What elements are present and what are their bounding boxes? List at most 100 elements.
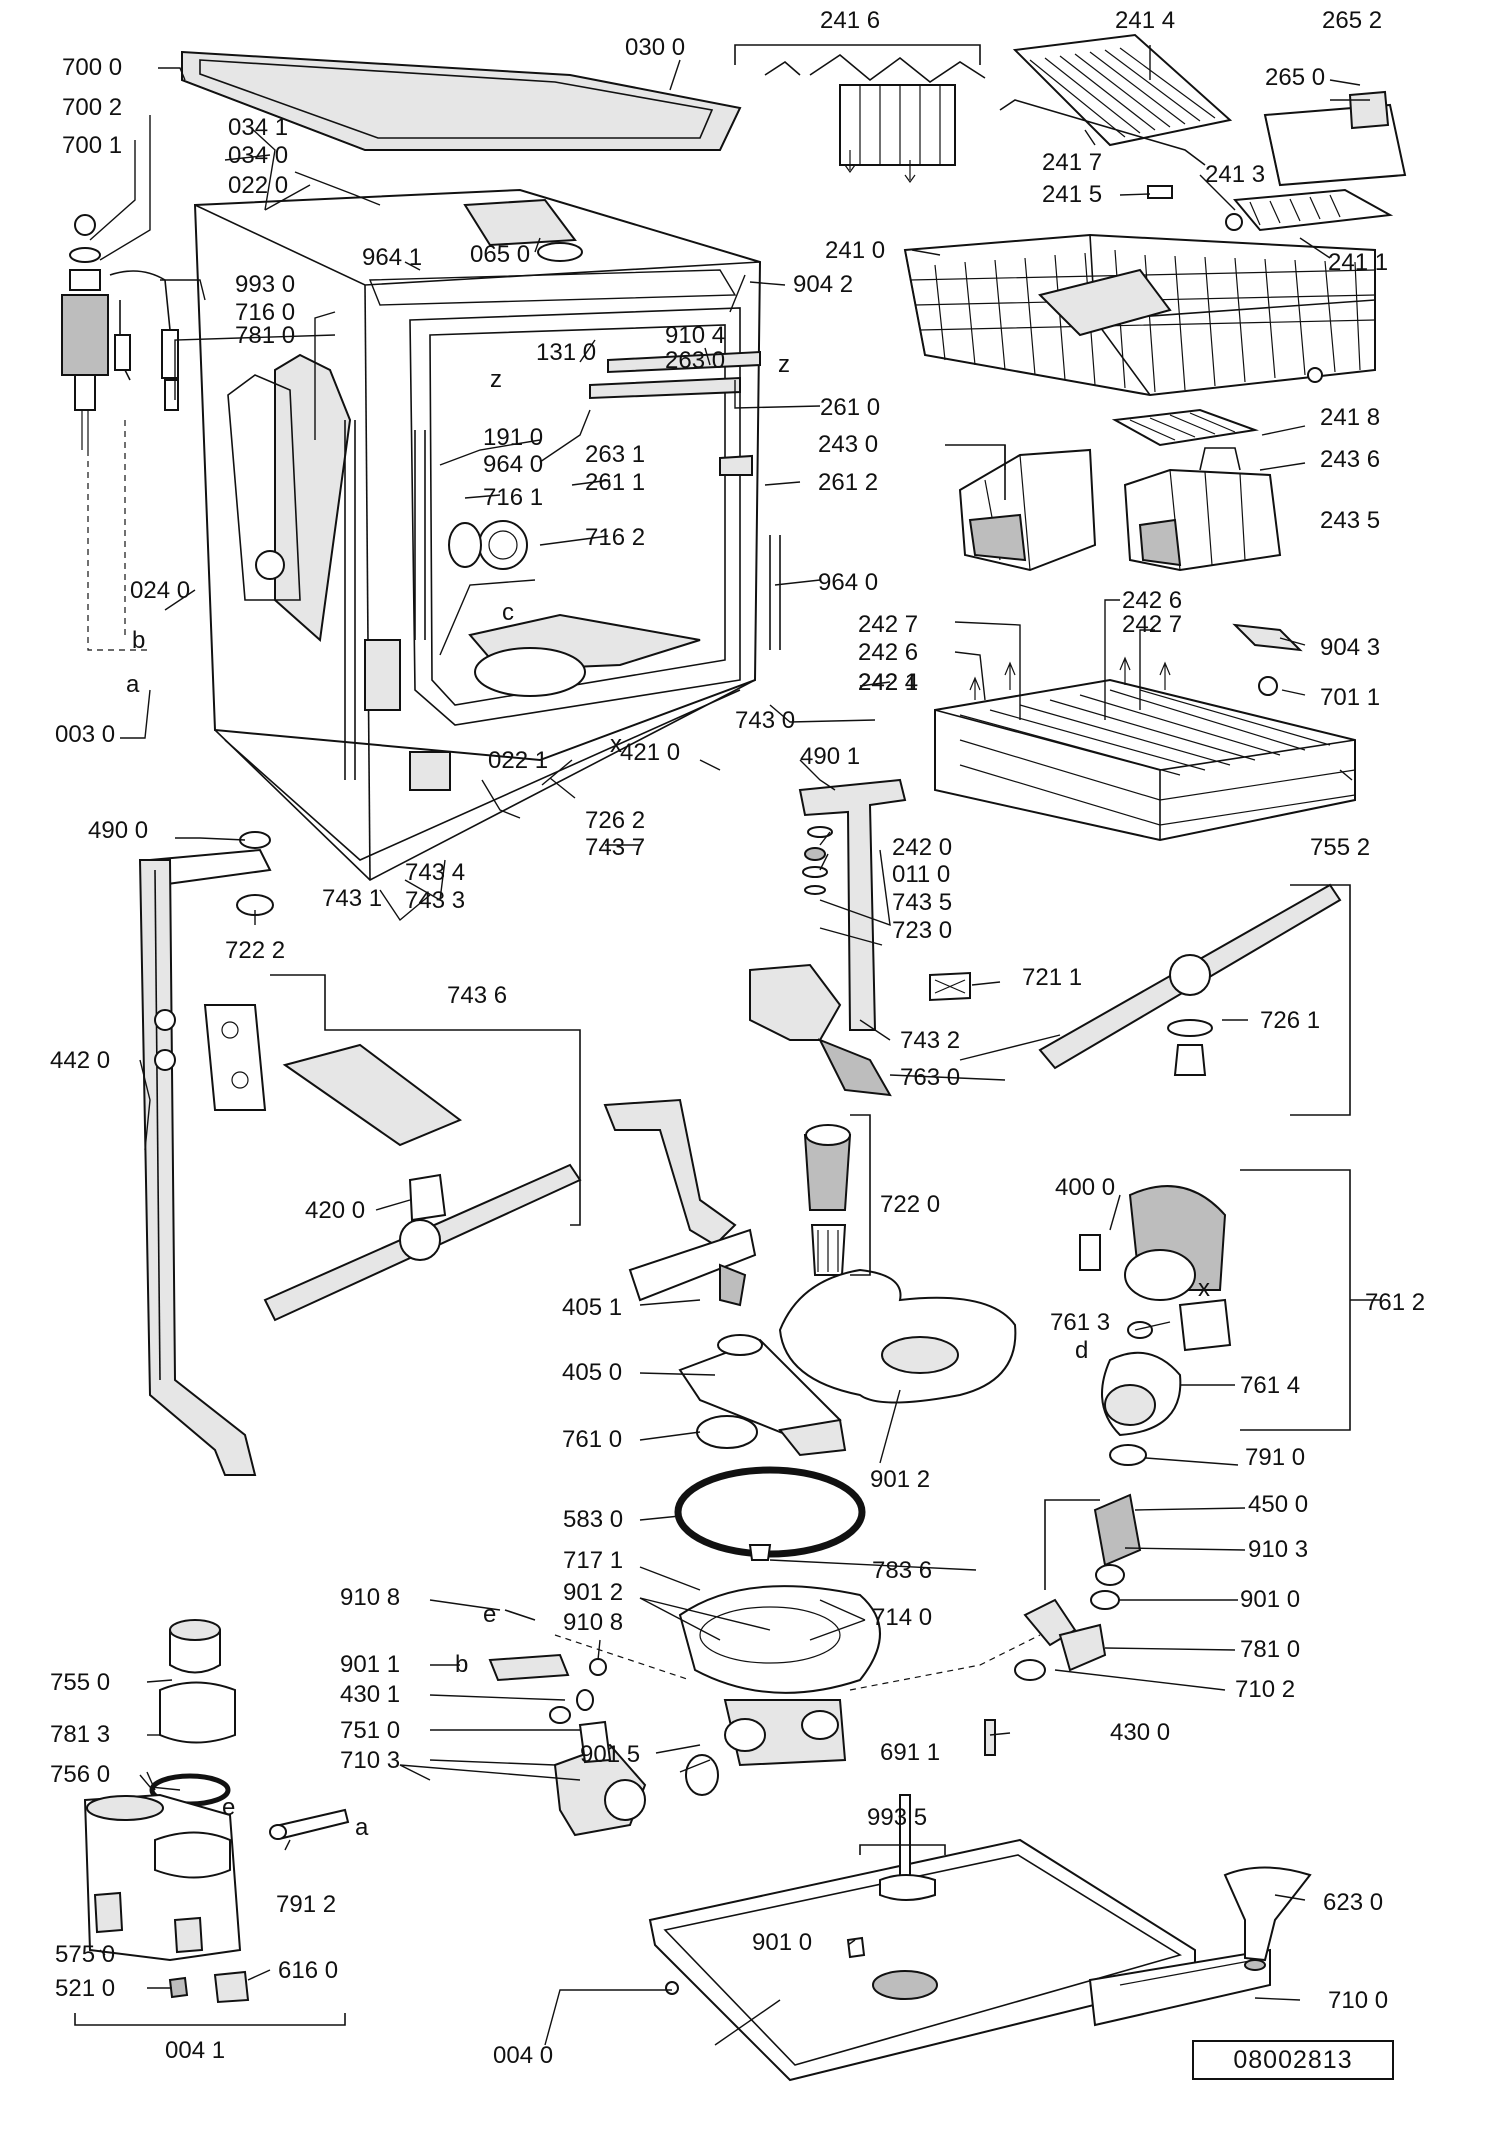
part-label: 442 0 (50, 1047, 110, 1074)
part-label: 781 3 (50, 1721, 110, 1748)
part-label: 065 0 (470, 241, 530, 268)
part-label: 761 2 (1365, 1289, 1425, 1316)
filter-bracket-line (850, 1114, 871, 1276)
part-label: 263 0 (665, 347, 725, 374)
part-label: 421 0 (620, 739, 680, 766)
leader-lines (89, 45, 1380, 2046)
part-label: 583 0 (563, 1506, 623, 1533)
water-valve-drawing (61, 214, 179, 651)
part-label: 743 1 (322, 885, 382, 912)
part-label: 901 2 (870, 1466, 930, 1493)
part-label: 034 1 (228, 114, 288, 141)
part-label: 490 1 (800, 743, 860, 770)
part-label: 242 4 (858, 669, 918, 696)
part-label: 261 2 (818, 469, 878, 496)
part-label: 743 7 (585, 834, 645, 861)
drawing-layer (61, 33, 1407, 2082)
part-label: 993 0 (235, 271, 295, 298)
part-label: 242 7 (858, 611, 918, 638)
part-label: 993 5 (867, 1804, 927, 1831)
sump-housing-drawing (554, 1544, 1041, 1796)
part-label: 743 0 (735, 707, 795, 734)
upper-basket-drawing (903, 233, 1376, 397)
part-label: 710 0 (1328, 1987, 1388, 2014)
part-label: 003 0 (55, 721, 115, 748)
callout-letter: b (132, 627, 145, 654)
part-label: 241 4 (1115, 7, 1175, 34)
part-label: 964 1 (362, 244, 422, 271)
heater-bracket-line (1044, 1499, 1100, 1590)
part-labels: 030 0 241 6 241 4 265 2 265 0 700 0 700 … (50, 7, 1425, 2069)
part-label: 265 2 (1322, 7, 1382, 34)
part-label: 405 0 (562, 1359, 622, 1386)
part-label: 034 0 (228, 142, 288, 169)
part-label: 420 0 (305, 1197, 365, 1224)
callout-letter: z (778, 351, 790, 378)
part-label: 011 0 (892, 861, 950, 888)
part-label: 700 0 (62, 54, 122, 81)
part-label: 910 4 (665, 322, 725, 349)
part-label: 721 1 (1022, 964, 1082, 991)
part-label: 243 0 (818, 431, 878, 458)
part-label: 263 1 (585, 441, 645, 468)
document-number: 08002813 (1233, 2045, 1353, 2074)
part-label: 722 0 (880, 1191, 940, 1218)
part-label: 904 3 (1320, 634, 1380, 661)
part-label: 726 1 (1260, 1007, 1320, 1034)
cutlery-basket-drawing (958, 408, 1282, 572)
part-label: 761 0 (562, 1426, 622, 1453)
callout-letter: a (355, 1814, 369, 1841)
callout-letter: a (126, 671, 140, 698)
part-label: 700 2 (62, 94, 122, 121)
part-label: 761 3 (1050, 1309, 1110, 1336)
top-duct-drawing (603, 778, 971, 1247)
lower-basket-drawing (934, 623, 1356, 842)
part-label: 242 1 (858, 669, 918, 696)
part-label: 701 1 (1320, 684, 1380, 711)
part-label: 910 8 (340, 1584, 400, 1611)
part-label: 430 1 (340, 1681, 400, 1708)
part-label: 791 0 (1245, 1444, 1305, 1471)
part-label: 242 0 (892, 834, 952, 861)
part-label: 716 1 (483, 484, 543, 511)
part-label: 242 7 (1122, 611, 1182, 638)
part-label: 743 6 (447, 982, 507, 1009)
worktop-drawing (181, 50, 742, 151)
part-label: 616 0 (278, 1957, 338, 1984)
part-label: 901 2 (563, 1579, 623, 1606)
part-label: 241 5 (1042, 181, 1102, 208)
part-label: 024 0 (130, 577, 190, 604)
part-label: 241 3 (1205, 161, 1265, 188)
part-label: 904 2 (793, 271, 853, 298)
part-label: 901 1 (340, 1651, 400, 1678)
part-label: 710 2 (1235, 1676, 1295, 1703)
part-label: 623 0 (1323, 1889, 1383, 1916)
part-label: 781 0 (235, 322, 295, 349)
part-label: 191 0 (483, 424, 543, 451)
part-label: 726 2 (585, 807, 645, 834)
part-label: 964 0 (818, 569, 878, 596)
part-label: 901 5 (580, 1741, 640, 1768)
part-label: 243 5 (1320, 507, 1380, 534)
part-label: 964 0 (483, 451, 543, 478)
part-label: 910 3 (1248, 1536, 1308, 1563)
part-label: 716 2 (585, 524, 645, 551)
part-label: 717 1 (563, 1547, 623, 1574)
part-label: 004 0 (493, 2042, 553, 2069)
part-label: 261 1 (585, 469, 645, 496)
flap-bracket-line (734, 44, 981, 65)
callout-letter: x (610, 731, 622, 758)
part-label: 521 0 (55, 1975, 115, 2002)
accessory-racks-drawing (764, 33, 1407, 232)
part-label: 751 0 (340, 1717, 400, 1744)
part-label: 722 2 (225, 937, 285, 964)
part-label: 743 3 (405, 887, 465, 914)
part-label: 743 4 (405, 859, 465, 886)
part-label: 241 7 (1042, 149, 1102, 176)
part-label: 131 0 (536, 339, 596, 366)
part-label: 242 6 (858, 639, 918, 666)
lower-arm-bracket-line (270, 974, 581, 1226)
tub-drawing (193, 188, 781, 881)
part-label: 405 1 (562, 1294, 622, 1321)
